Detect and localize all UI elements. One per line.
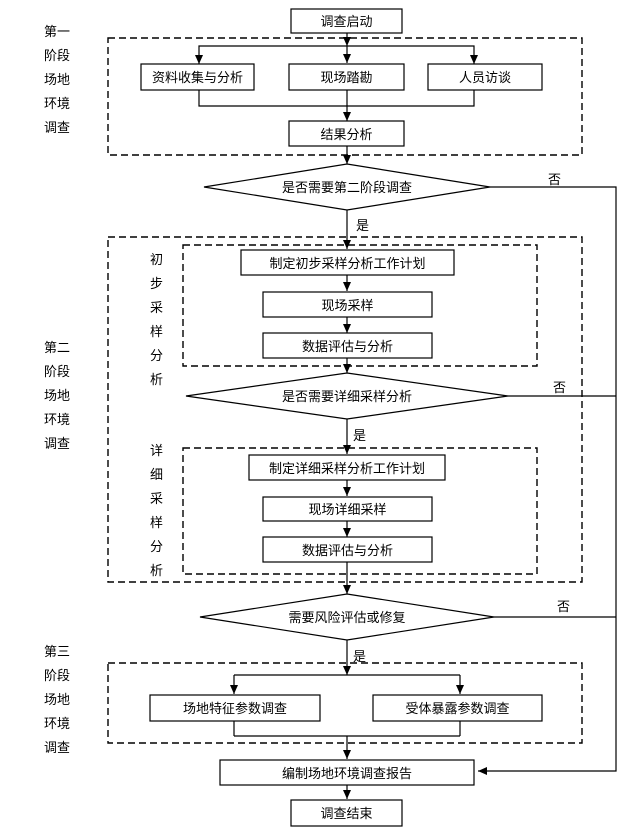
detailed-char: 分 [150, 540, 163, 555]
detailed-char: 样 [150, 516, 163, 531]
phase3-side-label: 第三 阶段 场地 环境 调查 [44, 645, 70, 756]
phase2-container [107, 236, 583, 583]
result-label: 结果分析 [320, 128, 372, 143]
phase1-line: 第一 [44, 25, 70, 40]
phase3-line: 调查 [44, 741, 70, 756]
initial-char: 步 [150, 277, 163, 292]
eval2-label: 数据评估与分析 [302, 544, 393, 559]
phase2-line: 调查 [44, 437, 70, 452]
decision3-label: 需要风险评估或修复 [288, 611, 405, 626]
phase2-line: 阶段 [44, 365, 70, 380]
no1-label: 否 [548, 173, 561, 188]
phase2-line: 环境 [44, 413, 70, 428]
phase3-container [107, 662, 583, 744]
initial-char: 样 [150, 325, 163, 340]
survey-label: 现场踏勘 [320, 71, 372, 86]
detailed-char: 细 [150, 468, 163, 483]
phase1-line: 调查 [44, 121, 70, 136]
detailed-sampling-container [182, 447, 538, 575]
phase3-line: 场地 [44, 693, 70, 708]
detailed-char: 析 [150, 564, 163, 579]
plan-initial-label: 制定初步采样分析工作计划 [269, 257, 425, 272]
initial-char: 分 [150, 349, 163, 364]
initial-char: 采 [150, 301, 163, 316]
start-label: 调查启动 [320, 15, 372, 30]
no3-label: 否 [557, 600, 570, 615]
phase3-line: 环境 [44, 717, 70, 732]
interview-node: 人员访谈 [427, 63, 543, 91]
site-param-label: 场地特征参数调查 [183, 701, 287, 717]
initial-char: 初 [150, 253, 163, 268]
detailed-char: 详 [150, 444, 163, 459]
eval1-label: 数据评估与分析 [302, 340, 393, 355]
phase2-line: 场地 [44, 389, 70, 404]
decision3-node: 需要风险评估或修复 [199, 593, 495, 641]
report-label: 编制场地环境调查报告 [282, 767, 412, 782]
survey-node: 现场踏勘 [288, 63, 405, 91]
phase1-side-label: 第一 阶段 场地 环境 调查 [44, 25, 70, 136]
initial-char: 析 [150, 373, 163, 388]
phase2-line: 第二 [44, 341, 70, 356]
plan-detailed-label: 制定详细采样分析工作计划 [269, 462, 425, 477]
yes3-label: 是 [353, 650, 366, 665]
phase3-line: 阶段 [44, 669, 70, 684]
site-param-node: 场地特征参数调查 [149, 694, 321, 722]
sample-detailed-label: 现场详细采样 [308, 503, 386, 518]
result-node: 结果分析 [288, 120, 405, 147]
phase1-line: 阶段 [44, 49, 70, 64]
no2-label: 否 [553, 381, 566, 396]
yes2-label: 是 [353, 429, 366, 444]
eval1-node: 数据评估与分析 [262, 332, 433, 359]
detailed-sampling-side-label: 详 细 采 样 分 析 [150, 444, 163, 579]
plan-detailed-node: 制定详细采样分析工作计划 [248, 454, 446, 481]
yes1-label: 是 [356, 219, 369, 234]
decision1-label: 是否需要第二阶段调查 [282, 181, 412, 196]
collect-label: 资料收集与分析 [152, 70, 243, 86]
receptor-param-node: 受体暴露参数调查 [372, 694, 543, 722]
interview-label: 人员访谈 [459, 71, 511, 86]
decision1-node: 是否需要第二阶段调查 [203, 163, 491, 211]
eval2-node: 数据评估与分析 [262, 536, 433, 563]
collect-node: 资料收集与分析 [140, 63, 255, 91]
phase2-side-label: 第二 阶段 场地 环境 调查 [44, 341, 70, 452]
initial-sampling-container [182, 244, 538, 367]
end-label: 调查结束 [320, 807, 372, 822]
detailed-char: 采 [150, 492, 163, 507]
decision2-node: 是否需要详细采样分析 [185, 372, 509, 420]
initial-sampling-side-label: 初 步 采 样 分 析 [150, 253, 163, 388]
sample-node: 现场采样 [262, 291, 433, 318]
sample-label: 现场采样 [321, 299, 373, 314]
connectors [195, 33, 617, 799]
phase1-line: 环境 [44, 97, 70, 112]
phase3-line: 第三 [44, 645, 70, 660]
receptor-param-label: 受体暴露参数调查 [405, 701, 509, 717]
start-node: 调查启动 [290, 8, 403, 34]
plan-initial-node: 制定初步采样分析工作计划 [240, 249, 455, 276]
phase1-line: 场地 [44, 73, 70, 88]
report-node: 编制场地环境调查报告 [219, 759, 475, 786]
sample-detailed-node: 现场详细采样 [262, 496, 433, 522]
decision2-label: 是否需要详细采样分析 [282, 390, 412, 405]
end-node: 调查结束 [290, 799, 403, 827]
